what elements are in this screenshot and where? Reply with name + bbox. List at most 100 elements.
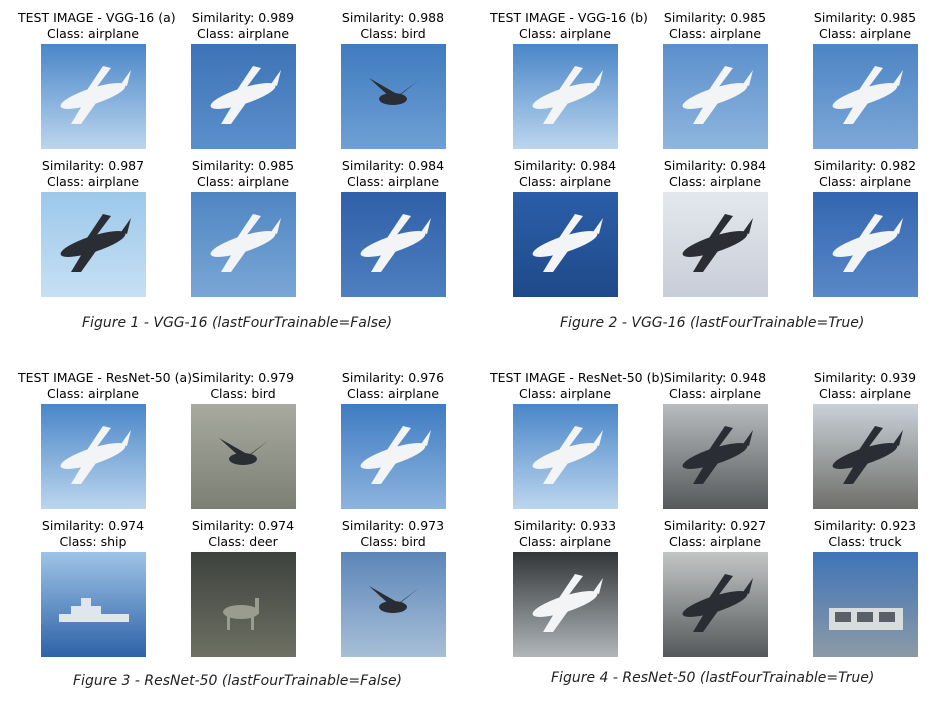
class-label: Class: airplane xyxy=(46,174,140,189)
similarity-label: Similarity: 0.982 xyxy=(813,158,917,173)
similarity-label: Similarity: 0.984 xyxy=(663,158,767,173)
image-thumbnail xyxy=(340,404,446,509)
class-label: Class: airplane xyxy=(818,26,912,41)
class-label: Class: ship xyxy=(59,534,127,549)
similarity-label: Similarity: 0.939 xyxy=(813,370,917,385)
similarity-label: Similarity: 0.984 xyxy=(341,158,445,173)
image-thumbnail xyxy=(812,404,918,509)
test-image-cell: TEST IMAGE - VGG-16 (a)Class: airplane xyxy=(18,10,176,149)
similarity-label: Similarity: 0.987 xyxy=(41,158,145,173)
class-label: Class: airplane xyxy=(668,26,762,41)
similarity-label: Similarity: 0.985 xyxy=(663,10,767,25)
image-thumbnail xyxy=(40,192,146,297)
image-thumbnail xyxy=(340,552,446,657)
figure-caption: Figure 3 - ResNet-50 (lastFourTrainable=… xyxy=(73,673,403,689)
image-thumbnail xyxy=(40,404,146,509)
similarity-label: Similarity: 0.985 xyxy=(191,158,295,173)
similarity-label: Similarity: 0.973 xyxy=(341,518,445,533)
similarity-label: Similarity: 0.979 xyxy=(191,370,295,385)
test-image-cell: TEST IMAGE - ResNet-50 (a)Class: airplan… xyxy=(18,370,192,509)
class-label: Class: deer xyxy=(208,534,278,549)
image-thumbnail xyxy=(40,44,146,149)
image-thumbnail xyxy=(662,192,768,297)
class-label: Class: airplane xyxy=(518,386,612,401)
class-label: Class: airplane xyxy=(668,174,762,189)
image-thumbnail xyxy=(190,192,296,297)
class-label: Class: airplane xyxy=(668,386,762,401)
class-label: Class: bird xyxy=(210,386,276,401)
class-label: Class: airplane xyxy=(818,174,912,189)
similarity-label: Similarity: 0.988 xyxy=(341,10,445,25)
image-thumbnail xyxy=(190,44,296,149)
class-label: Class: airplane xyxy=(518,534,612,549)
test-image-cell: TEST IMAGE - VGG-16 (b)Class: airplane xyxy=(490,10,648,149)
class-label: Class: airplane xyxy=(46,26,140,41)
test-image-cell: TEST IMAGE - ResNet-50 (b)Class: airplan… xyxy=(490,370,665,509)
image-thumbnail xyxy=(812,552,918,657)
figure-caption: Figure 2 - VGG-16 (lastFourTrainable=Tru… xyxy=(560,315,865,331)
image-thumbnail xyxy=(662,44,768,149)
image-thumbnail xyxy=(662,404,768,509)
image-thumbnail xyxy=(190,552,296,657)
similarity-label: Similarity: 0.933 xyxy=(513,518,617,533)
image-thumbnail xyxy=(812,192,918,297)
class-label: Class: airplane xyxy=(346,174,440,189)
class-label: Class: airplane xyxy=(518,26,612,41)
similarity-label: Similarity: 0.989 xyxy=(191,10,295,25)
class-label: Class: bird xyxy=(360,534,426,549)
test-image-title: TEST IMAGE - VGG-16 (b) xyxy=(490,10,648,25)
class-label: Class: bird xyxy=(360,26,426,41)
similarity-label: Similarity: 0.976 xyxy=(341,370,445,385)
class-label: Class: truck xyxy=(828,534,902,549)
image-thumbnail xyxy=(512,192,618,297)
test-image-title: TEST IMAGE - ResNet-50 (a) xyxy=(18,370,192,385)
figure-caption: Figure 4 - ResNet-50 (lastFourTrainable=… xyxy=(551,670,875,686)
similarity-label: Similarity: 0.927 xyxy=(663,518,767,533)
class-label: Class: airplane xyxy=(818,386,912,401)
similarity-label: Similarity: 0.984 xyxy=(513,158,617,173)
image-thumbnail xyxy=(512,44,618,149)
similarity-label: Similarity: 0.974 xyxy=(41,518,145,533)
class-label: Class: airplane xyxy=(196,26,290,41)
class-label: Class: airplane xyxy=(46,386,140,401)
class-label: Class: airplane xyxy=(518,174,612,189)
test-image-title: TEST IMAGE - ResNet-50 (b) xyxy=(490,370,665,385)
similarity-label: Similarity: 0.974 xyxy=(191,518,295,533)
image-thumbnail xyxy=(190,404,296,509)
image-thumbnail xyxy=(512,552,618,657)
image-thumbnail xyxy=(340,192,446,297)
image-thumbnail xyxy=(40,552,146,657)
similarity-label: Similarity: 0.985 xyxy=(813,10,917,25)
similarity-label: Similarity: 0.923 xyxy=(813,518,917,533)
image-thumbnail xyxy=(662,552,768,657)
figure-caption: Figure 1 - VGG-16 (lastFourTrainable=Fal… xyxy=(82,315,393,331)
similarity-label: Similarity: 0.948 xyxy=(663,370,767,385)
image-thumbnail xyxy=(512,404,618,509)
image-thumbnail xyxy=(340,44,446,149)
image-thumbnail xyxy=(812,44,918,149)
class-label: Class: airplane xyxy=(346,386,440,401)
class-label: Class: airplane xyxy=(668,534,762,549)
class-label: Class: airplane xyxy=(196,174,290,189)
test-image-title: TEST IMAGE - VGG-16 (a) xyxy=(18,10,176,25)
